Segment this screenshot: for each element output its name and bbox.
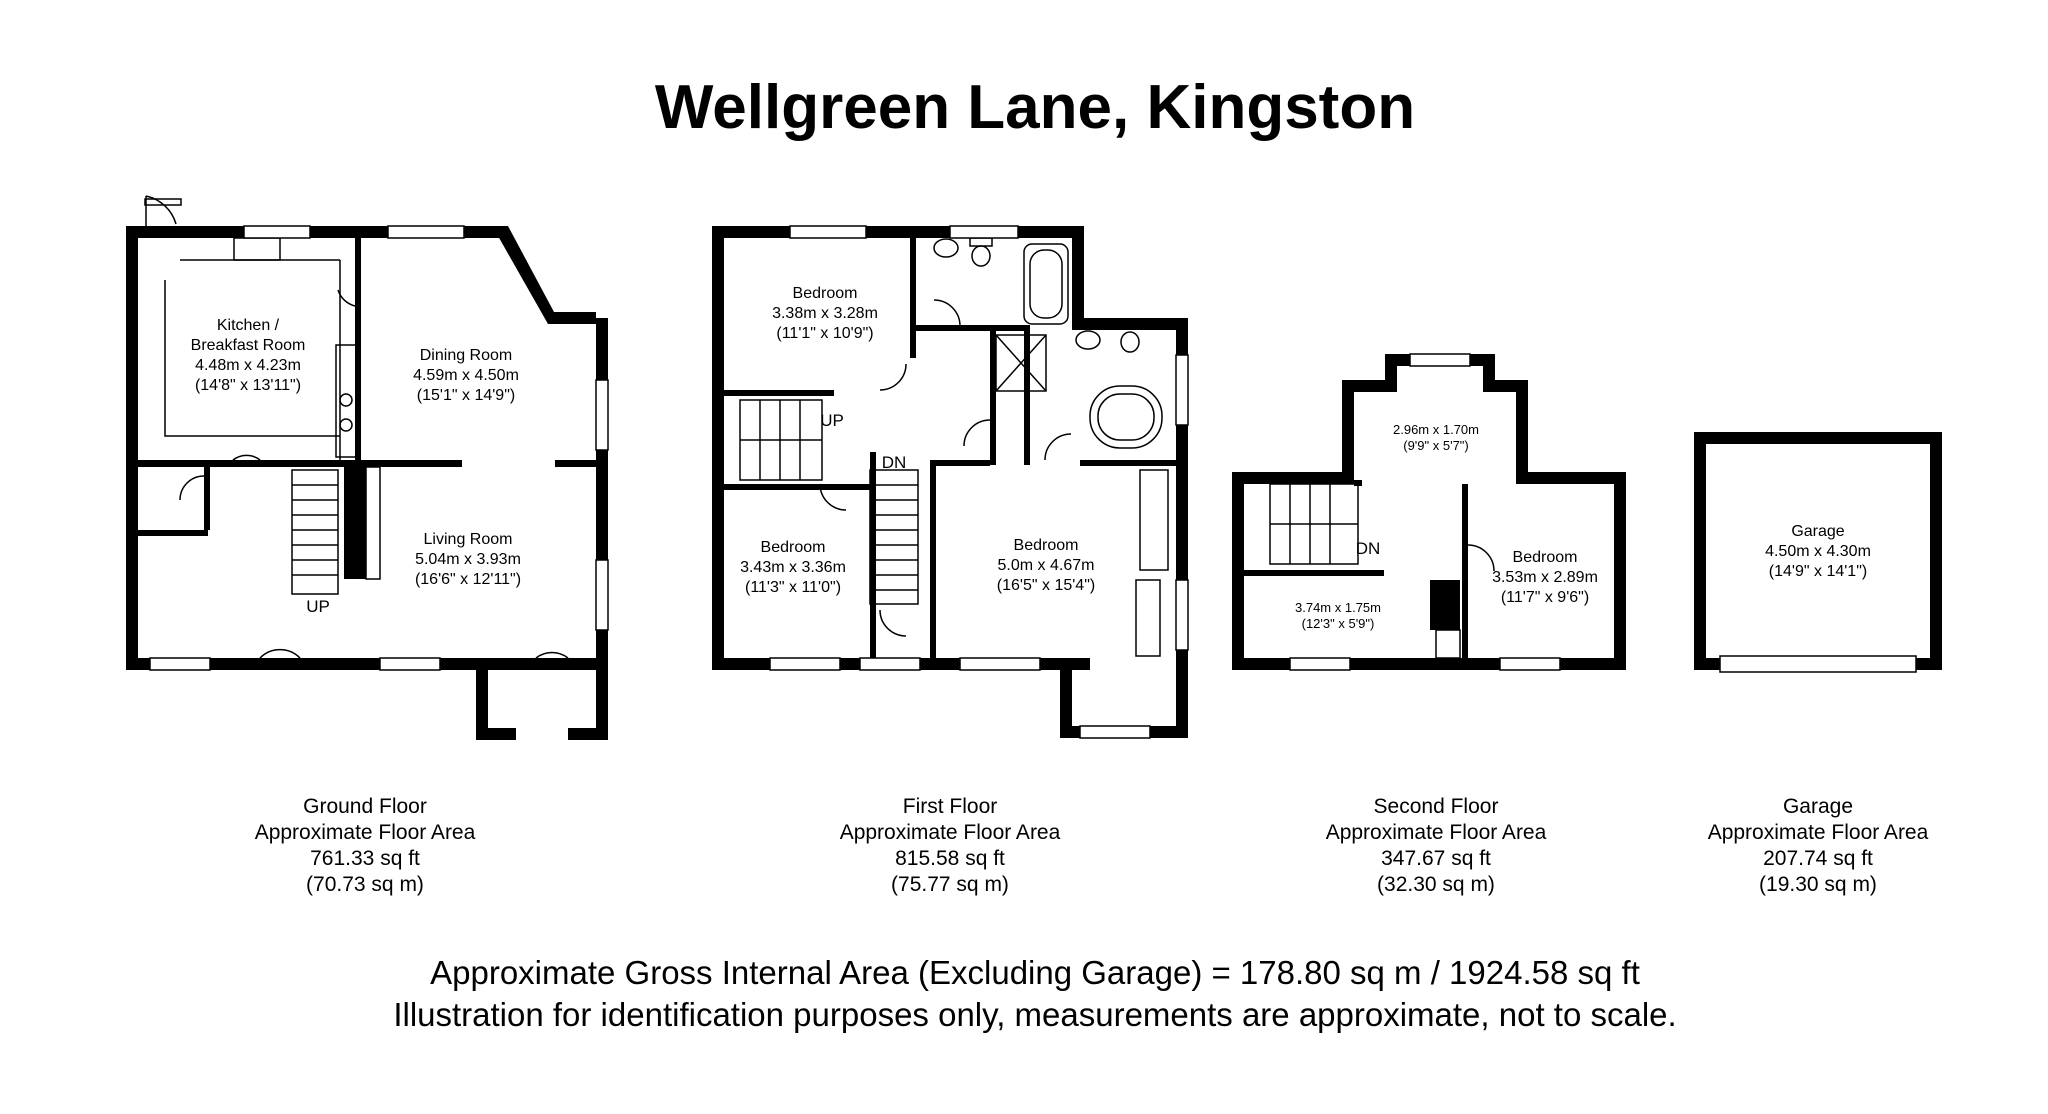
floor-area-label: Approximate Floor Area bbox=[1707, 821, 1929, 844]
bedroom1-name: Bedroom bbox=[793, 285, 858, 302]
living-imperial: (16'6" x 12'11") bbox=[415, 571, 521, 588]
first-floor-plan bbox=[712, 225, 1189, 739]
garage-caption: Garage Approximate Floor Area 207.74 sq … bbox=[1658, 794, 1978, 898]
footer-notes: Approximate Gross Internal Area (Excludi… bbox=[0, 952, 2048, 1036]
floor-area-sqft: 347.67 sq ft bbox=[1381, 847, 1491, 870]
bedroom3-imperial: (16'5" x 15'4") bbox=[997, 577, 1095, 594]
ground-floor-caption: Ground Floor Approximate Floor Area 761.… bbox=[205, 794, 525, 898]
bedroom4-imperial: (11'7" x 9'6") bbox=[1501, 589, 1589, 606]
floor-name: Garage bbox=[1782, 795, 1854, 818]
floor-area-sqm: (75.77 sq m) bbox=[891, 873, 1009, 896]
floor-area-label: Approximate Floor Area bbox=[839, 821, 1061, 844]
bedroom1-metric: 3.38m x 3.28m bbox=[772, 305, 878, 322]
floor-name: First Floor bbox=[902, 795, 998, 818]
bedroom1-imperial: (11'1" x 10'9") bbox=[776, 325, 873, 342]
floor-area-label: Approximate Floor Area bbox=[1325, 821, 1547, 844]
kitchen-imperial: (14'8" x 13'11") bbox=[195, 377, 301, 394]
garage-name: Garage bbox=[1791, 523, 1844, 540]
bedroom4-name: Bedroom bbox=[1513, 549, 1578, 566]
ground-stairs-up-label: UP bbox=[306, 597, 330, 616]
second-floor-plan bbox=[1232, 353, 1626, 671]
garage-metric: 4.50m x 4.30m bbox=[1765, 543, 1871, 560]
kitchen-name-line1: Kitchen / bbox=[217, 317, 280, 334]
floor-area-label: Approximate Floor Area bbox=[254, 821, 476, 844]
living-metric: 5.04m x 3.93m bbox=[415, 551, 521, 568]
page-title: Wellgreen Lane, Kingston bbox=[654, 73, 1416, 142]
bedroom2-name: Bedroom bbox=[761, 539, 826, 556]
dining-name: Dining Room bbox=[420, 347, 512, 364]
garage-imperial: (14'9" x 14'1") bbox=[1769, 563, 1867, 580]
kitchen-metric: 4.48m x 4.23m bbox=[195, 357, 301, 374]
floor-name: Ground Floor bbox=[303, 795, 427, 818]
bedroom3-name: Bedroom bbox=[1014, 537, 1079, 554]
second-floor-left-room-imperial: (12'3" x 5'9") bbox=[1302, 616, 1375, 631]
first-stairs-down-label: DN bbox=[882, 453, 907, 472]
second-floor-top-room-imperial: (9'9" x 5'7") bbox=[1403, 438, 1469, 453]
second-floor-top-room-metric: 2.96m x 1.70m bbox=[1393, 422, 1479, 437]
first-floor-caption: First Floor Approximate Floor Area 815.5… bbox=[790, 794, 1110, 898]
floor-name: Second Floor bbox=[1373, 795, 1499, 818]
floor-area-sqm: (19.30 sq m) bbox=[1759, 873, 1877, 896]
bedroom4-metric: 3.53m x 2.89m bbox=[1492, 569, 1598, 586]
second-stairs-down-label: DN bbox=[1356, 539, 1381, 558]
second-floor-caption: Second Floor Approximate Floor Area 347.… bbox=[1276, 794, 1596, 898]
disclaimer-line: Illustration for identification purposes… bbox=[393, 996, 1677, 1033]
bedroom2-imperial: (11'3" x 11'0") bbox=[745, 579, 841, 596]
bedroom2-metric: 3.43m x 3.36m bbox=[740, 559, 846, 576]
floor-area-sqft: 815.58 sq ft bbox=[895, 847, 1005, 870]
ground-floor-plan bbox=[126, 195, 609, 740]
dining-metric: 4.59m x 4.50m bbox=[413, 367, 519, 384]
kitchen-name-line2: Breakfast Room bbox=[191, 337, 306, 354]
floor-area-sqm: (70.73 sq m) bbox=[306, 873, 424, 896]
second-floor-left-room-metric: 3.74m x 1.75m bbox=[1295, 600, 1381, 615]
dining-imperial: (15'1" x 14'9") bbox=[417, 387, 515, 404]
living-name: Living Room bbox=[424, 531, 513, 548]
floor-area-sqm: (32.30 sq m) bbox=[1377, 873, 1495, 896]
first-stairs-up-label: UP bbox=[820, 411, 844, 430]
bedroom3-metric: 5.0m x 4.67m bbox=[998, 557, 1095, 574]
floor-area-sqft: 207.74 sq ft bbox=[1763, 847, 1873, 870]
gross-area-line: Approximate Gross Internal Area (Excludi… bbox=[430, 954, 1640, 991]
floor-area-sqft: 761.33 sq ft bbox=[310, 847, 420, 870]
garage-plan bbox=[1694, 432, 1942, 673]
